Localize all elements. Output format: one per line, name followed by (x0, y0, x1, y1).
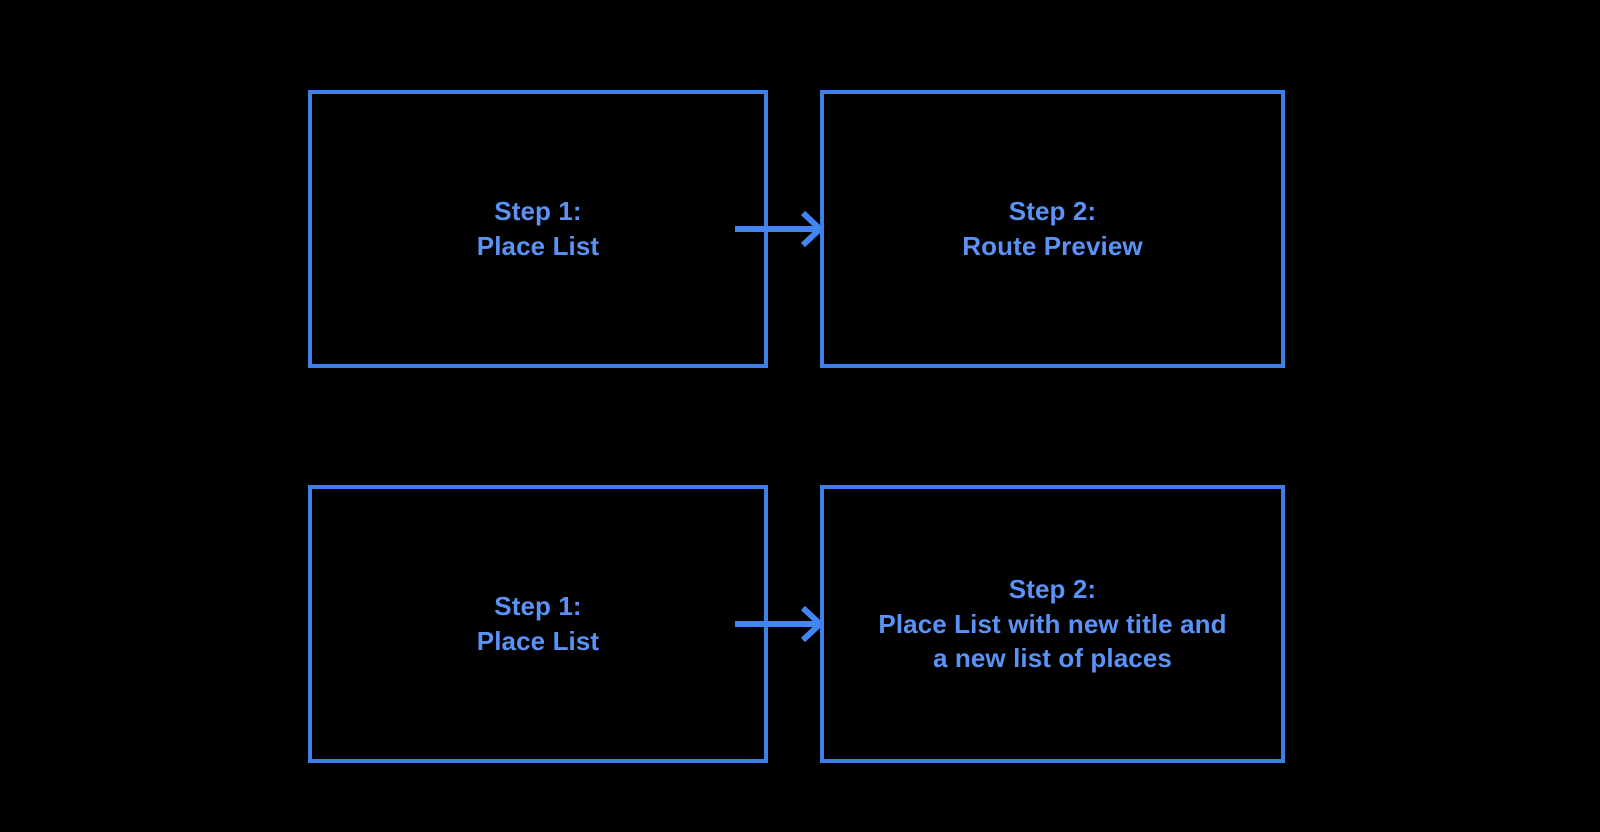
step-box-label: Step 2: Place List with new title and a … (878, 574, 1227, 674)
step-box-row2-step2[interactable]: Step 2: Place List with new title and a … (820, 485, 1285, 763)
step-box-label: Step 1: Place List (476, 591, 600, 656)
step-box-label: Step 1: Place List (476, 196, 600, 261)
step-box-row1-step1[interactable]: Step 1: Place List (308, 90, 768, 368)
flow-row-2: Step 1: Place List Step 2: Place List wi… (0, 485, 1600, 763)
step-box-label: Step 2: Route Preview (962, 196, 1143, 261)
flow-row-1: Step 1: Place List Step 2: Route Preview (0, 90, 1600, 368)
step-box-row2-step1[interactable]: Step 1: Place List (308, 485, 768, 763)
step-box-row1-step2[interactable]: Step 2: Route Preview (820, 90, 1285, 368)
